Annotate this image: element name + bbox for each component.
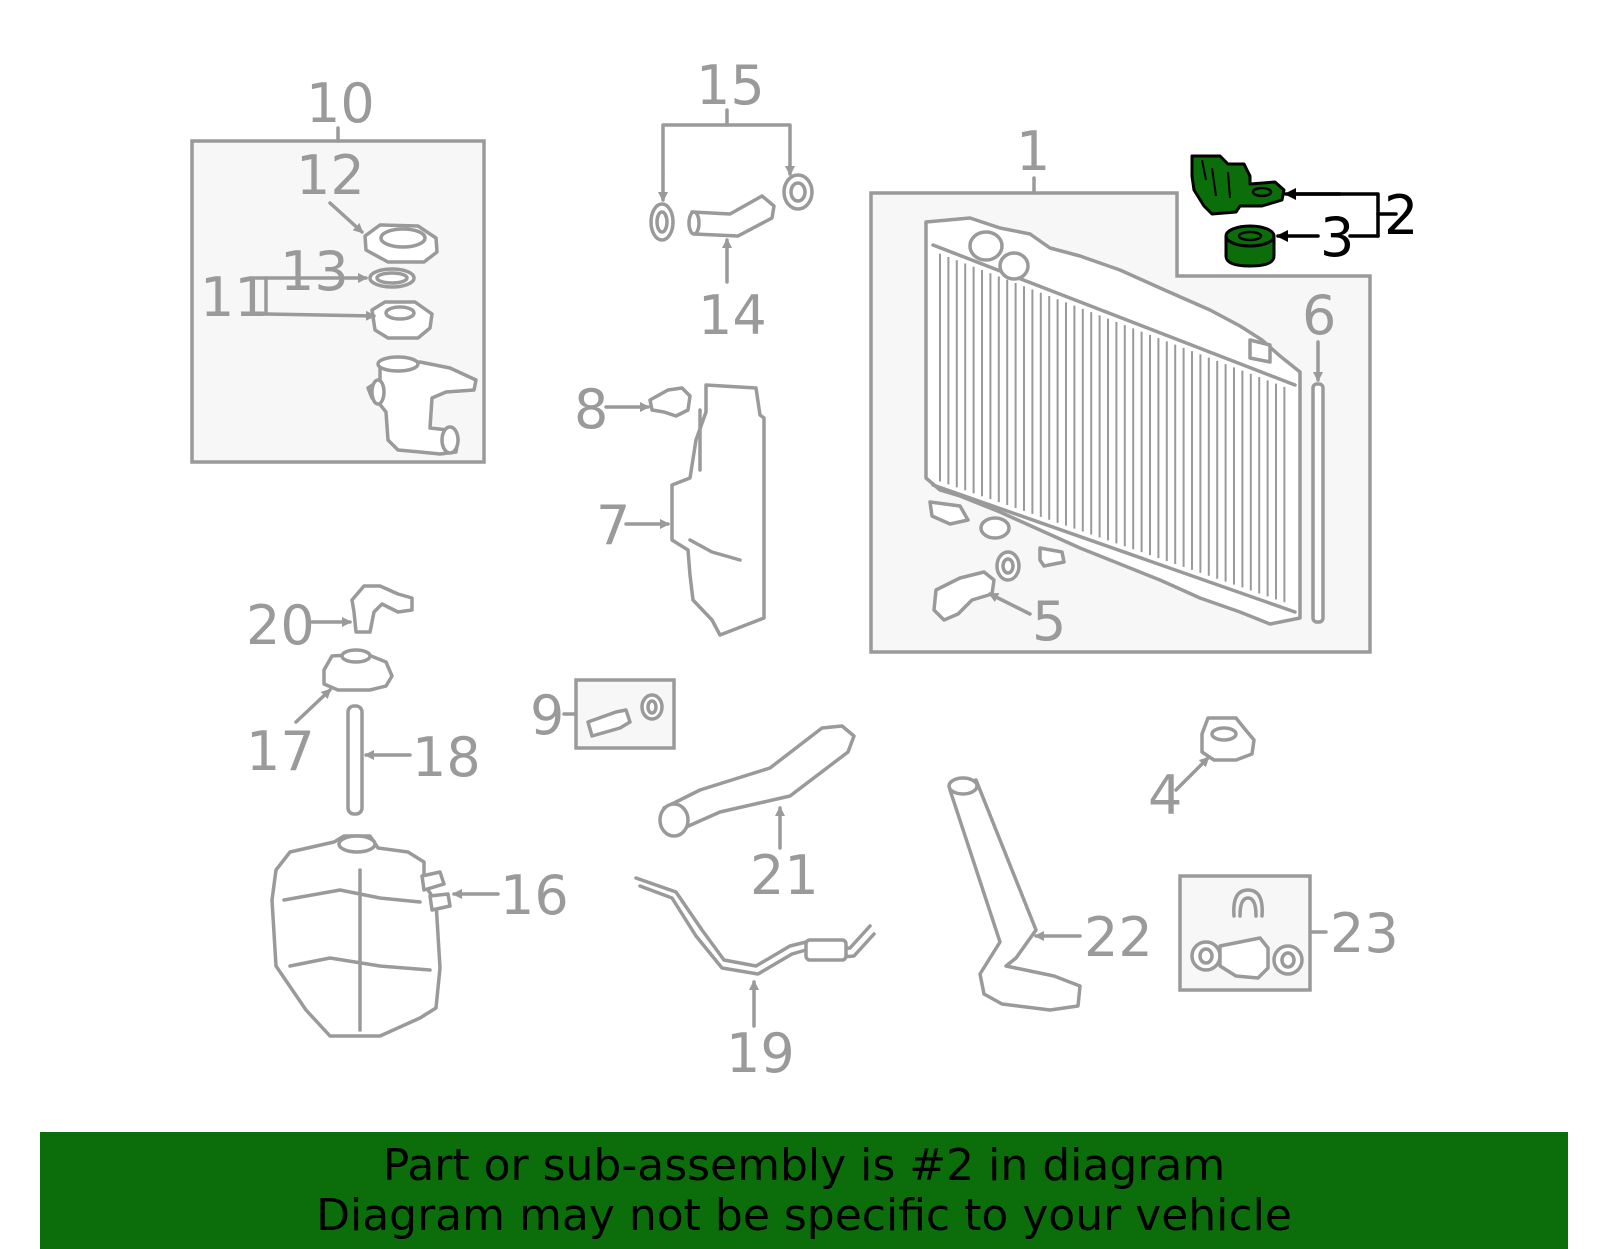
radiator-core-part — [924, 216, 1302, 626]
cap-part-11 — [370, 300, 434, 340]
callout-9: 9 — [530, 684, 564, 747]
leader-12 — [328, 201, 364, 234]
callout-16: 16 — [500, 864, 569, 927]
callout-19: 19 — [726, 1022, 795, 1085]
leader-4 — [1174, 756, 1210, 792]
cushion-part-3 — [1224, 224, 1276, 268]
hose-part-21 — [658, 724, 856, 838]
callout-18: 18 — [412, 726, 481, 789]
bleeder-box — [562, 678, 676, 750]
callout-12: 12 — [296, 144, 365, 207]
callout-13: 13 — [280, 240, 349, 303]
leader-17 — [294, 688, 332, 724]
callout-20: 20 — [246, 594, 315, 657]
callout-21: 21 — [750, 844, 819, 907]
leader-11-13 — [254, 273, 376, 321]
callout-3: 3 — [1320, 206, 1354, 269]
hose-part-22 — [947, 776, 1082, 1012]
callout-22: 22 — [1084, 906, 1153, 969]
reservoir-tank-part — [270, 834, 452, 1038]
info-banner: Part or sub-assembly is #2 in diagram Di… — [40, 1132, 1568, 1249]
callout-2: 2 — [1384, 184, 1418, 247]
callout-6: 6 — [1302, 284, 1336, 347]
leader-15 — [658, 108, 795, 202]
callout-1: 1 — [1016, 120, 1050, 183]
callout-23: 23 — [1330, 902, 1399, 965]
callout-11: 11 — [200, 266, 269, 329]
connector-box-23 — [1178, 874, 1328, 992]
callout-17: 17 — [246, 720, 315, 783]
callout-8: 8 — [574, 378, 608, 441]
reservoir-cap-part — [322, 648, 394, 692]
radiator-cap-part — [363, 223, 439, 264]
callout-10: 10 — [306, 72, 375, 135]
callout-5: 5 — [1032, 590, 1066, 653]
cushion-part-4 — [1200, 716, 1256, 762]
overflow-tube-part — [346, 704, 364, 816]
clamp-part-right — [782, 173, 814, 211]
bolt-part-8 — [648, 386, 692, 418]
callout-4: 4 — [1148, 764, 1182, 827]
leader-2-3 — [1276, 188, 1398, 242]
banner-line-1: Part or sub-assembly is #2 in diagram — [382, 1139, 1226, 1191]
filler-neck-part — [366, 355, 478, 456]
callout-15: 15 — [696, 54, 765, 117]
air-guide-part — [670, 383, 766, 637]
clamp-part-left — [649, 202, 675, 242]
filler-neck-assembly-box — [190, 126, 486, 464]
drain-plug-part — [932, 550, 1021, 622]
callout-7: 7 — [596, 494, 630, 557]
seal-strip-part — [1311, 382, 1325, 624]
callout-14: 14 — [698, 284, 767, 347]
upper-bracket-part-highlighted — [1190, 154, 1286, 216]
pipe-part-19 — [634, 876, 876, 976]
overflow-fitting-part — [350, 584, 414, 634]
upper-hose-part — [690, 194, 776, 238]
leader-5 — [988, 592, 1032, 616]
banner-line-2: Diagram may not be specific to your vehi… — [316, 1189, 1292, 1241]
